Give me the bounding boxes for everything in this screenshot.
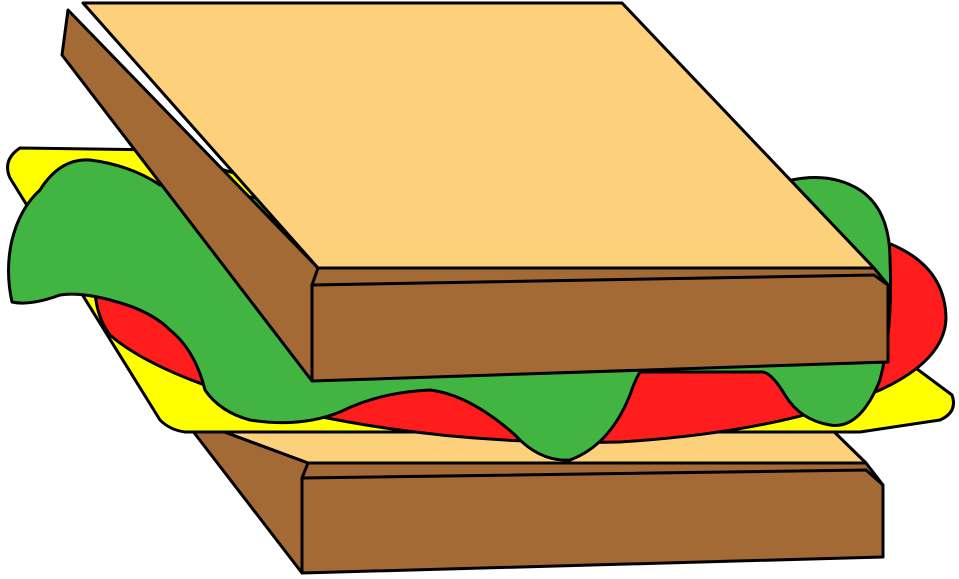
top-bread-face [81,1,876,270]
bottom-bread-crust [190,418,885,575]
bottom-bread-front-edge [301,468,884,487]
top-bread-slice [60,1,890,383]
top-bread-front-edge [311,273,889,287]
